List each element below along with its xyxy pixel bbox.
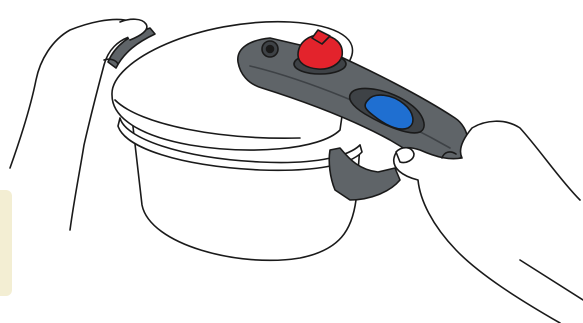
lock-slider-blue [364,94,414,130]
handle-inner-highlight [249,65,451,149]
lid-back-grip [107,27,156,69]
pot-rim [117,117,363,172]
lid-rim-line [114,99,301,139]
right-finger-nail [395,146,415,164]
page-edge-tab [0,190,12,296]
right-hand [393,120,581,323]
left-thumb [119,18,148,41]
pressure-valve-red [297,34,344,70]
handle-lock-bracket [328,147,401,201]
